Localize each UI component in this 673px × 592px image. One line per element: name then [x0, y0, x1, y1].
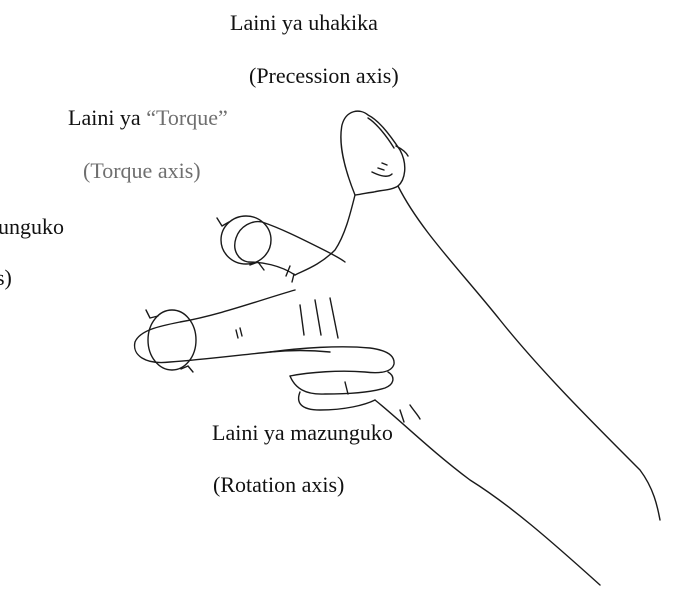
spin-label-english-fragment: s) [0, 265, 12, 290]
thumb-nail [367, 117, 409, 177]
torque-label-prefix: Laini ya [68, 105, 147, 130]
palm-edge [294, 194, 356, 276]
ring-finger-outline [269, 346, 395, 377]
palm-creases [299, 297, 349, 395]
torque-label-quoted: “Torque” [146, 105, 228, 130]
thumb-outline [340, 110, 406, 196]
index-finger-outline [234, 220, 346, 276]
torque-label-english: (Torque axis) [83, 158, 201, 183]
precession-label-english: (Precession axis) [249, 63, 399, 88]
middle-knuckle-marks [235, 327, 243, 339]
index-knuckle-mark [285, 265, 295, 283]
middle-finger-rotation-ring [147, 309, 197, 371]
index-finger-arrow [216, 217, 265, 271]
torque-label-swahili: Laini ya “Torque” [68, 105, 228, 131]
rotation-label-swahili: Laini ya mazunguko [212, 420, 393, 445]
middle-finger-outline [133, 289, 331, 364]
middle-finger-arrow [145, 309, 194, 373]
spin-label-swahili-fragment: unguko [0, 214, 64, 239]
wrist-outline [374, 399, 601, 586]
index-finger-rotation-ring [220, 215, 272, 265]
hand-back-outline [397, 185, 661, 521]
little-finger-outline [289, 371, 394, 395]
wrist-detail [399, 404, 421, 423]
little-finger-lower [297, 391, 376, 411]
precession-label-swahili: Laini ya uhakika [230, 10, 378, 35]
rotation-label-english: (Rotation axis) [213, 472, 345, 497]
